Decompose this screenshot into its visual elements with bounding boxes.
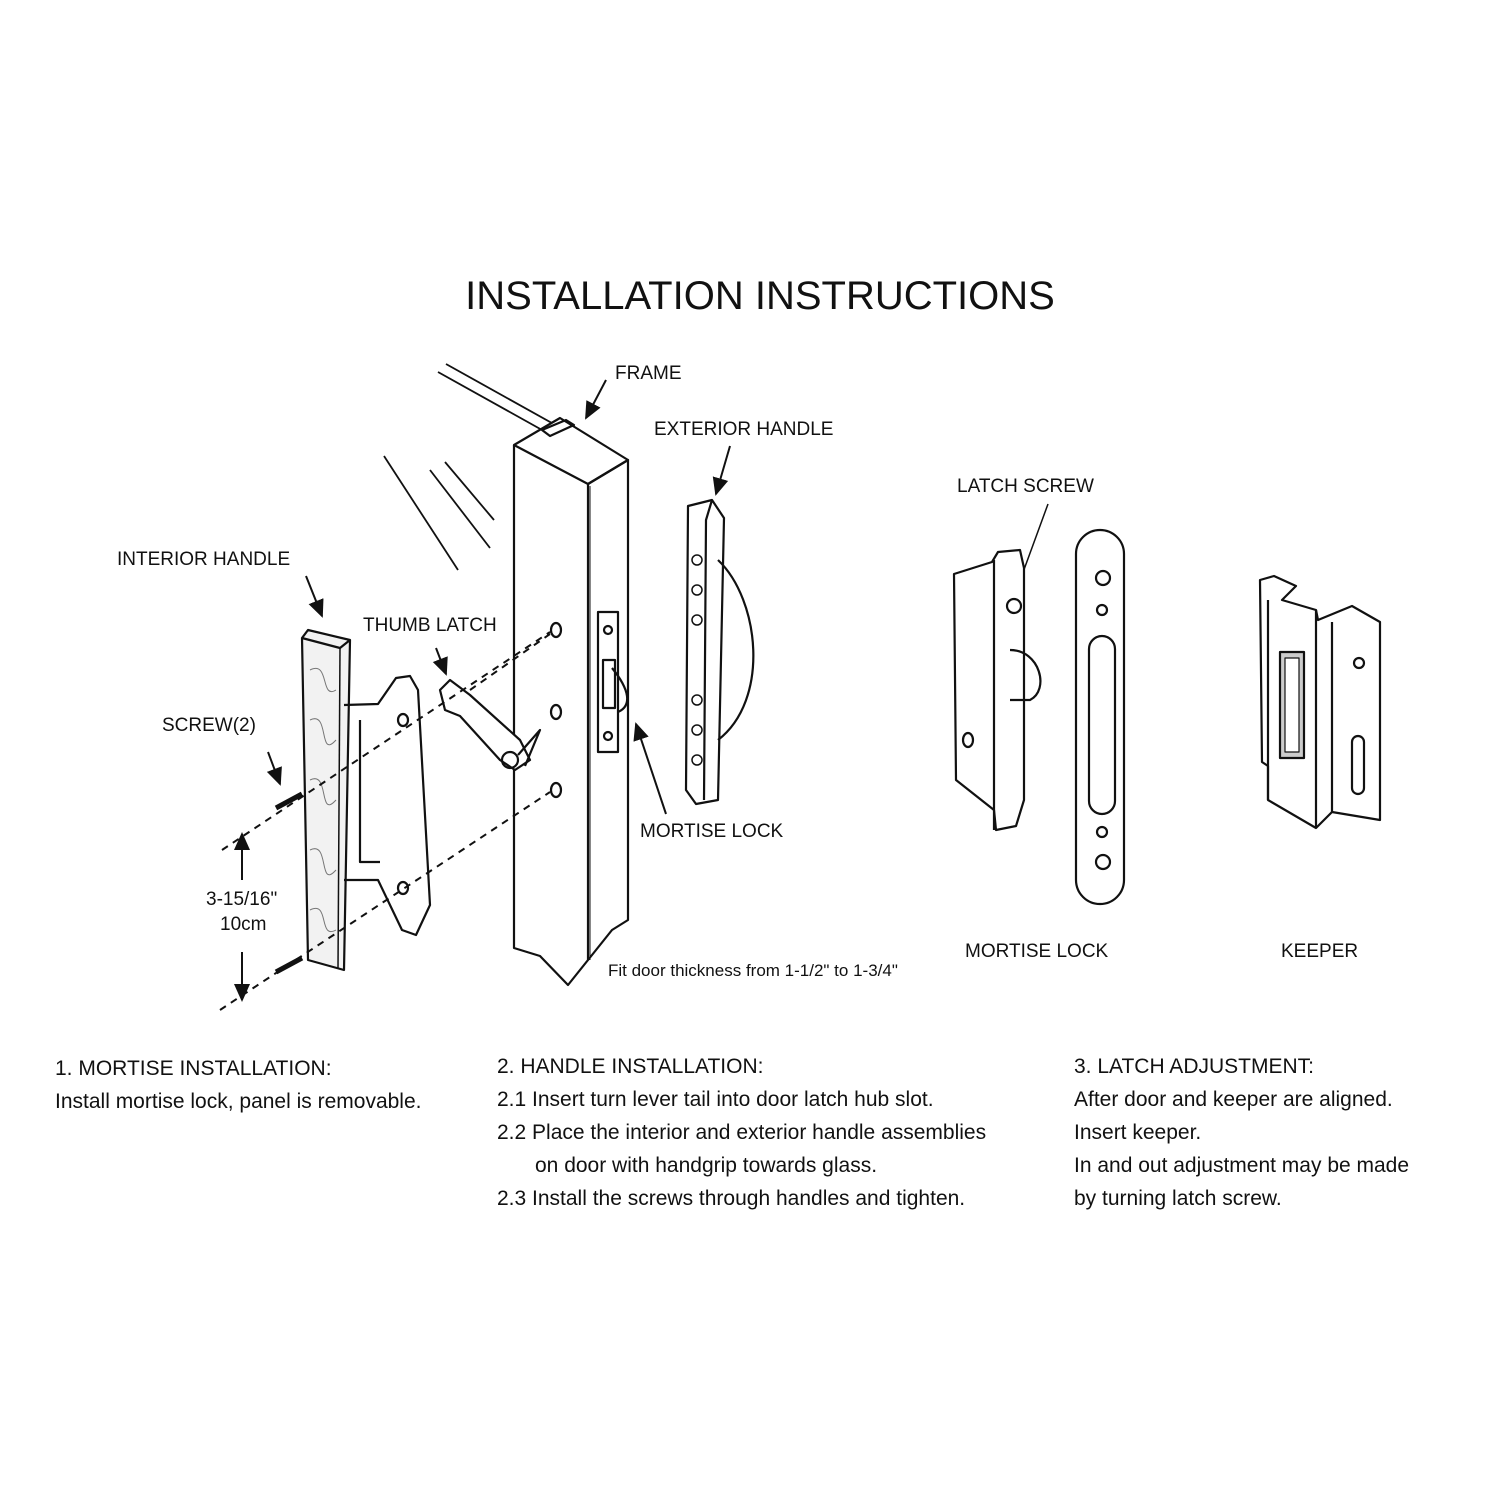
- instruction-line: by turning latch screw.: [1074, 1187, 1282, 1210]
- label-frame: FRAME: [615, 363, 682, 384]
- screws-drawing: [274, 791, 304, 975]
- interior-handle-drawing: [300, 628, 432, 972]
- instruction-line: on door with handgrip towards glass.: [535, 1154, 878, 1177]
- section-heading: 1. MORTISE INSTALLATION:: [55, 1057, 332, 1080]
- label-latch-screw: LATCH SCREW: [957, 476, 1094, 497]
- section-heading: 3. LATCH ADJUSTMENT:: [1074, 1055, 1314, 1078]
- section-heading: 2. HANDLE INSTALLATION:: [497, 1055, 764, 1078]
- label-door-thickness: Fit door thickness from 1-1/2" to 1-3/4": [608, 961, 898, 980]
- door-stile: [512, 416, 630, 987]
- instruction-line: Insert keeper.: [1074, 1121, 1202, 1144]
- dashed-guides: [219, 631, 551, 1011]
- instruction-section-handle: 2. HANDLE INSTALLATION: 2.1 Insert turn …: [497, 1050, 986, 1215]
- label-keeper: KEEPER: [1281, 941, 1359, 962]
- label-screw: SCREW(2): [162, 715, 256, 736]
- instruction-line: 2.2 Place the interior and exterior hand…: [497, 1121, 987, 1144]
- glass-lines: [383, 363, 569, 571]
- instruction-line: Install mortise lock, panel is removable…: [55, 1090, 422, 1113]
- faceplate-drawing: [1074, 528, 1126, 906]
- mortise-lock-drawing: [952, 548, 1042, 832]
- keeper-drawing: [1258, 574, 1382, 830]
- label-dimension-cm: 10cm: [220, 914, 267, 935]
- instruction-line: In and out adjustment may be made: [1074, 1154, 1410, 1177]
- instruction-section-mortise: 1. MORTISE INSTALLATION: Install mortise…: [55, 1052, 422, 1118]
- label-interior-handle: INTERIOR HANDLE: [117, 549, 291, 570]
- label-dimension-inches: 3-15/16": [206, 889, 278, 910]
- instruction-line: After door and keeper are aligned.: [1074, 1088, 1393, 1111]
- callout-arrows: [234, 379, 731, 1002]
- instruction-section-latch: 3. LATCH ADJUSTMENT: After door and keep…: [1074, 1050, 1409, 1215]
- label-thumb-latch: THUMB LATCH: [363, 615, 497, 636]
- label-mortise-lock-main: MORTISE LOCK: [640, 821, 784, 842]
- exterior-handle-drawing: [684, 498, 755, 806]
- page-title: INSTALLATION INSTRUCTIONS: [465, 274, 1055, 318]
- label-mortise-lock-part: MORTISE LOCK: [965, 941, 1109, 962]
- thumb-latch-drawing: [438, 678, 542, 772]
- instruction-line: 2.1 Insert turn lever tail into door lat…: [497, 1088, 934, 1111]
- instruction-line: 2.3 Install the screws through handles a…: [497, 1187, 966, 1210]
- label-exterior-handle: EXTERIOR HANDLE: [654, 419, 834, 440]
